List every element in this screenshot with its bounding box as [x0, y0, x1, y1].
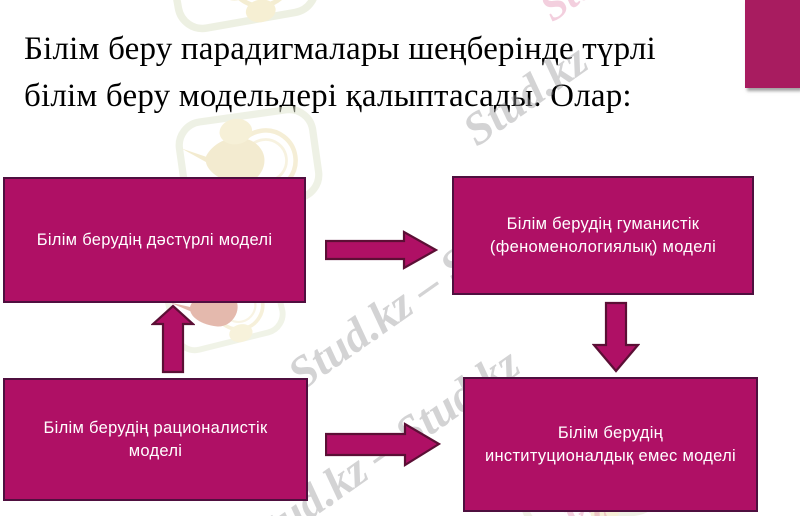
slide-title-line1: Білім беру парадигмалары шеңберінде түрл…: [24, 31, 656, 67]
node-label-line: Білім берудің гуманистік: [506, 214, 700, 233]
node-label-line: Білім берудің рационалистік: [43, 418, 268, 437]
node-traditional-model: Білім берудің дәстүрлі моделі: [3, 177, 306, 303]
slide-title-line2: білім беру модельдері қалыптасады. Олар:: [24, 78, 632, 114]
slide-title: Білім беру парадигмалары шеңберінде түрл…: [24, 26, 734, 120]
node-label-line: моделі: [128, 441, 183, 460]
node-label-line: (феноменологиялық) моделі: [489, 237, 717, 256]
arrow-up-icon: [151, 304, 195, 374]
node-label-line: институционалдық емес моделі: [484, 446, 737, 465]
node-noninstitutional-model: Білім берудің институционалдық емес моде…: [463, 377, 758, 512]
arrow-down-icon: [592, 301, 640, 373]
node-label-line: Білім берудің дәстүрлі моделі: [36, 230, 273, 249]
node-label-line: Білім берудің: [557, 423, 664, 442]
arrow-right-icon: [325, 422, 441, 467]
node-rationalistic-model: Білім берудің рационалистік моделі: [3, 378, 308, 501]
corner-accent-bar: [745, 0, 800, 88]
arrow-right-icon: [325, 230, 439, 270]
node-humanistic-model: Білім берудің гуманистік (феноменологиял…: [452, 176, 754, 295]
